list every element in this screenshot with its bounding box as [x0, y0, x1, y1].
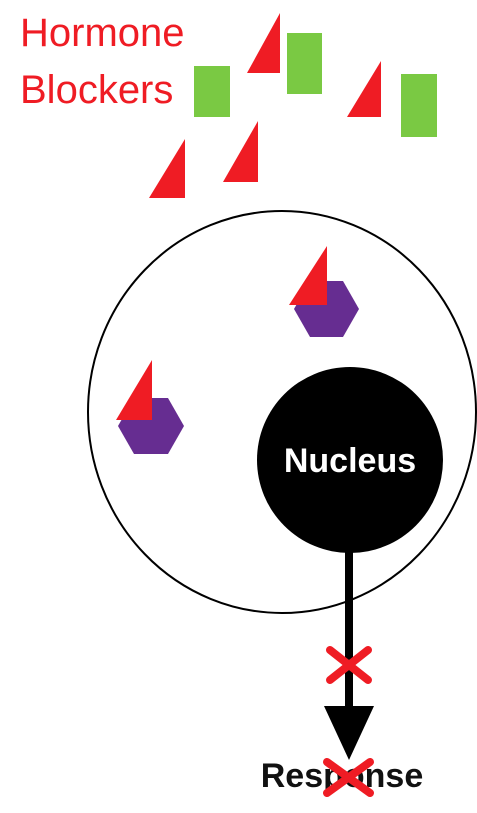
hormone-icon [223, 121, 258, 182]
hormone-icon [289, 246, 327, 305]
hormone-icon [149, 139, 185, 198]
receptor-complex-lower [116, 360, 184, 454]
hormone-icon [247, 13, 280, 73]
blocked-icon-upper [326, 646, 372, 684]
response-arrow-head [324, 706, 374, 760]
nucleus [257, 367, 443, 553]
hormone-icon [116, 360, 152, 420]
title-line-hormone: Hormone [20, 11, 185, 55]
blocker-icon [401, 74, 437, 137]
nucleus-label: Nucleus [284, 442, 416, 480]
hormone-icon [347, 61, 381, 117]
blocked-icon-response [323, 758, 374, 797]
cell-outline [87, 210, 477, 614]
blocker-icon [194, 66, 230, 117]
receptor-complex-upper [289, 246, 359, 337]
title-line-blockers: Blockers [20, 68, 173, 112]
blocker-icon [287, 33, 322, 94]
